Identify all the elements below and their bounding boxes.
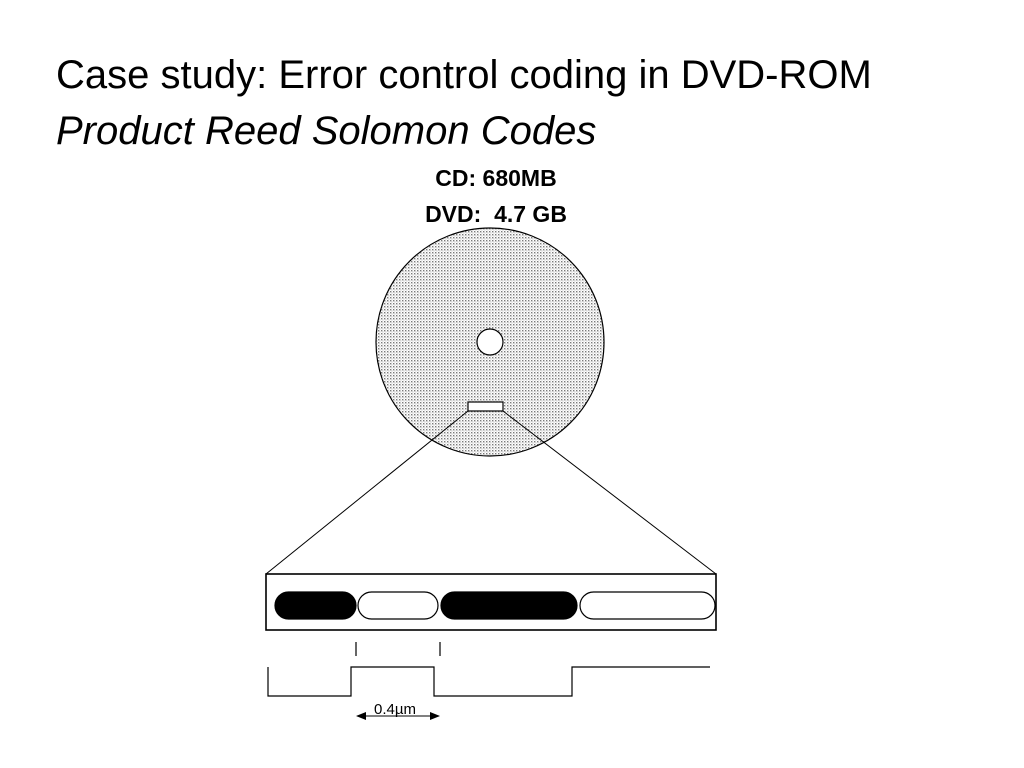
land-mark xyxy=(357,591,439,620)
disc-center-hole xyxy=(476,328,504,356)
land-mark xyxy=(579,591,716,620)
dvd-capacity-label: DVD: 4.7 GB xyxy=(425,201,567,227)
pit-mark xyxy=(274,591,357,620)
cd-capacity-label: CD: 680MB xyxy=(435,165,557,191)
readout-waveform xyxy=(267,666,710,697)
pit-mark xyxy=(440,591,578,620)
slide-title: Case study: Error control coding in DVD-… xyxy=(56,53,872,97)
pit-track xyxy=(274,591,716,620)
zoom-line-left xyxy=(265,410,469,575)
pitch-dimension-label: 0.4µm xyxy=(374,701,416,718)
slide-subtitle: Product Reed Solomon Codes xyxy=(56,109,597,153)
zoom-line-right xyxy=(502,410,717,575)
magnified-region-marker xyxy=(467,401,504,412)
